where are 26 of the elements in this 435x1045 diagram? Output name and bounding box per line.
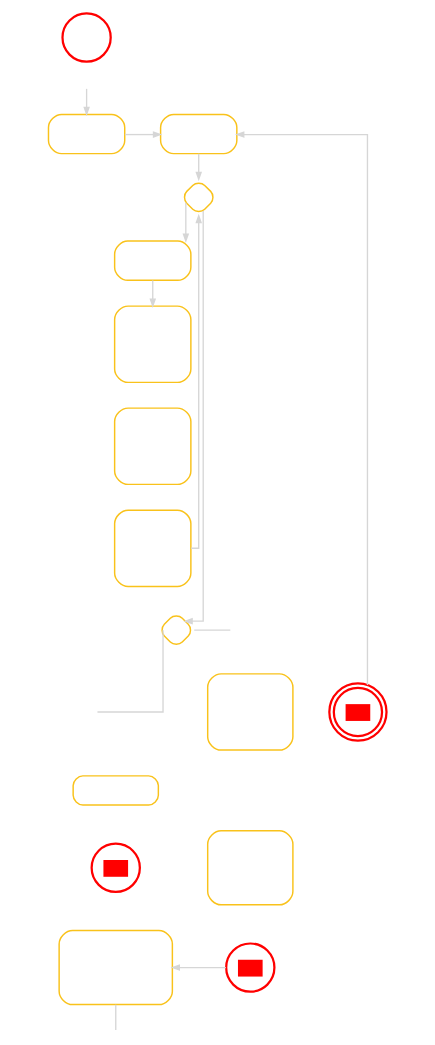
node-box <box>206 830 294 906</box>
arrow <box>234 131 369 686</box>
node-envelope <box>225 942 276 993</box>
node-box <box>159 113 238 155</box>
node-box <box>113 240 192 282</box>
node-envelope <box>328 682 388 742</box>
arrow <box>195 153 203 182</box>
arrow <box>83 88 90 117</box>
node-diamond <box>183 182 214 213</box>
arrow <box>183 210 204 625</box>
node-box <box>113 509 192 588</box>
node-box <box>113 407 192 486</box>
arrow <box>124 131 163 138</box>
arrow <box>170 964 227 971</box>
node-box <box>58 929 174 1006</box>
connector <box>96 629 164 713</box>
node-box <box>72 775 160 806</box>
node-box <box>206 673 294 751</box>
node-envelope <box>90 842 141 894</box>
connector <box>115 1004 117 1031</box>
node-box <box>113 305 192 384</box>
arrow <box>190 213 203 549</box>
arrow <box>182 202 190 243</box>
node-box <box>47 113 126 155</box>
node-circle <box>61 12 112 63</box>
arrow <box>149 279 157 308</box>
